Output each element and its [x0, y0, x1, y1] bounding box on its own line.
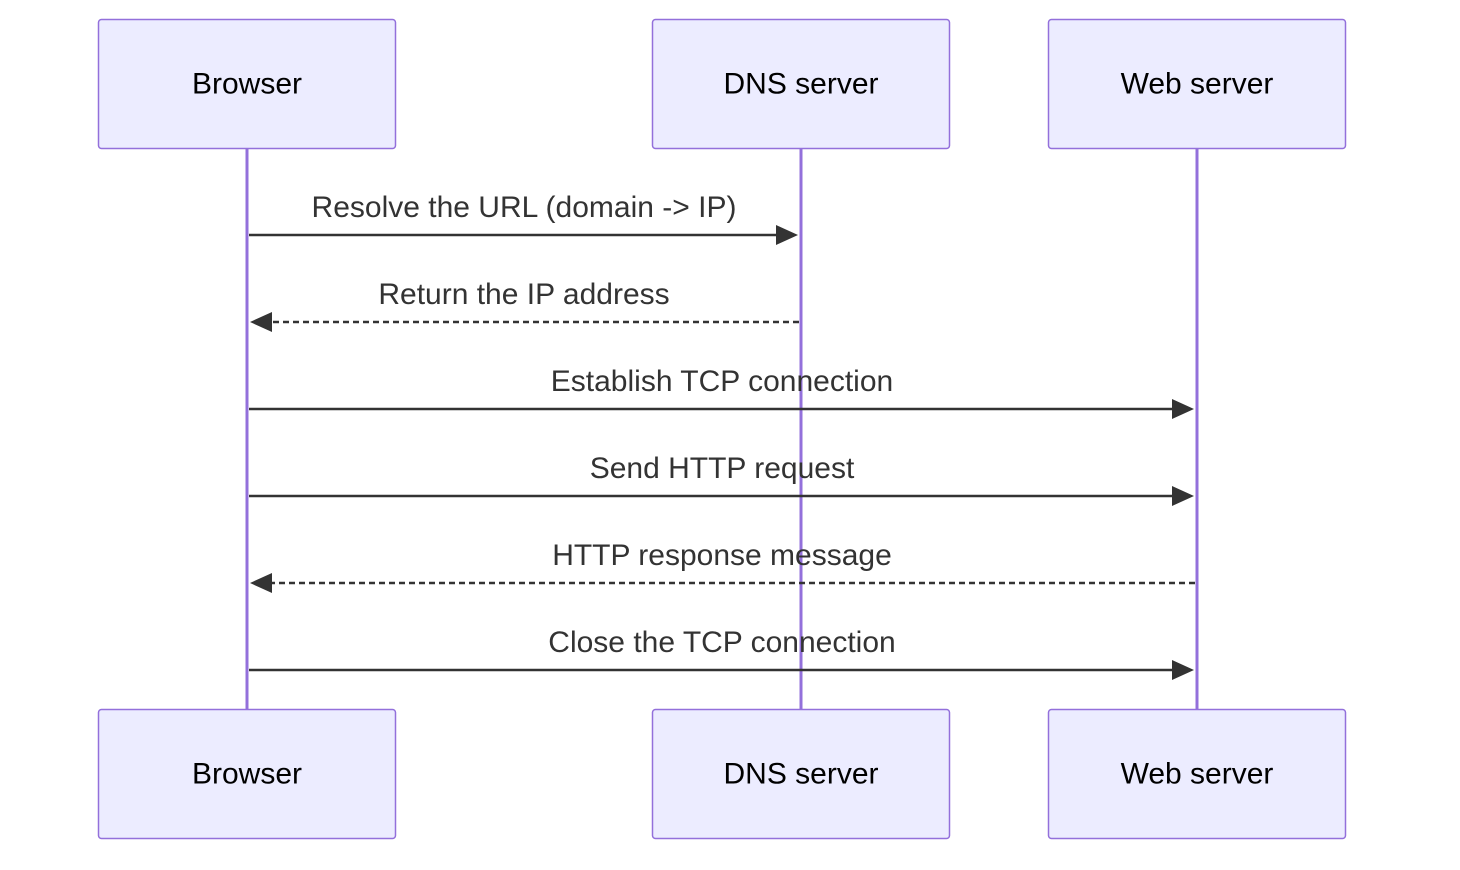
actor-label: Web server	[1121, 758, 1274, 791]
arrowhead-icon	[250, 312, 272, 332]
actors-bottom: Browser DNS server Web server	[97, 708, 1347, 840]
actor-web-top: Web server	[1047, 18, 1347, 150]
message-3: Establish TCP connection	[249, 365, 1194, 419]
message-5: HTTP response message	[250, 539, 1195, 593]
actor-box	[1047, 18, 1347, 150]
actor-dns-bottom: DNS server	[651, 708, 951, 840]
actor-box	[97, 708, 397, 840]
arrowhead-icon	[250, 573, 272, 593]
message-label: Close the TCP connection	[548, 626, 895, 659]
message-4: Send HTTP request	[249, 452, 1194, 506]
message-label: Resolve the URL (domain -> IP)	[312, 191, 737, 224]
arrowhead-icon	[1172, 399, 1194, 419]
message-label: Establish TCP connection	[551, 365, 893, 398]
actor-label: Browser	[192, 68, 302, 101]
arrowhead-icon	[776, 225, 798, 245]
actor-label: Browser	[192, 758, 302, 791]
message-2: Return the IP address	[250, 278, 799, 332]
actor-label: Web server	[1121, 68, 1274, 101]
actor-box	[97, 18, 397, 150]
actor-box	[1047, 708, 1347, 840]
message-6: Close the TCP connection	[249, 626, 1194, 680]
message-label: HTTP response message	[552, 539, 892, 572]
message-label: Return the IP address	[378, 278, 669, 311]
actor-dns-top: DNS server	[651, 18, 951, 150]
actor-browser-bottom: Browser	[97, 708, 397, 840]
arrowhead-icon	[1172, 486, 1194, 506]
message-1: Resolve the URL (domain -> IP)	[249, 191, 798, 245]
actor-box	[651, 18, 951, 150]
actor-web-bottom: Web server	[1047, 708, 1347, 840]
actor-label: DNS server	[723, 758, 878, 791]
message-label: Send HTTP request	[590, 452, 855, 485]
arrowhead-icon	[1172, 660, 1194, 680]
actor-browser-top: Browser	[97, 18, 397, 150]
actors-top: Browser DNS server Web server	[97, 18, 1347, 150]
lifelines	[245, 148, 1199, 710]
messages: Resolve the URL (domain -> IP) Return the…	[249, 191, 1195, 680]
actor-box	[651, 708, 951, 840]
actor-label: DNS server	[723, 68, 878, 101]
